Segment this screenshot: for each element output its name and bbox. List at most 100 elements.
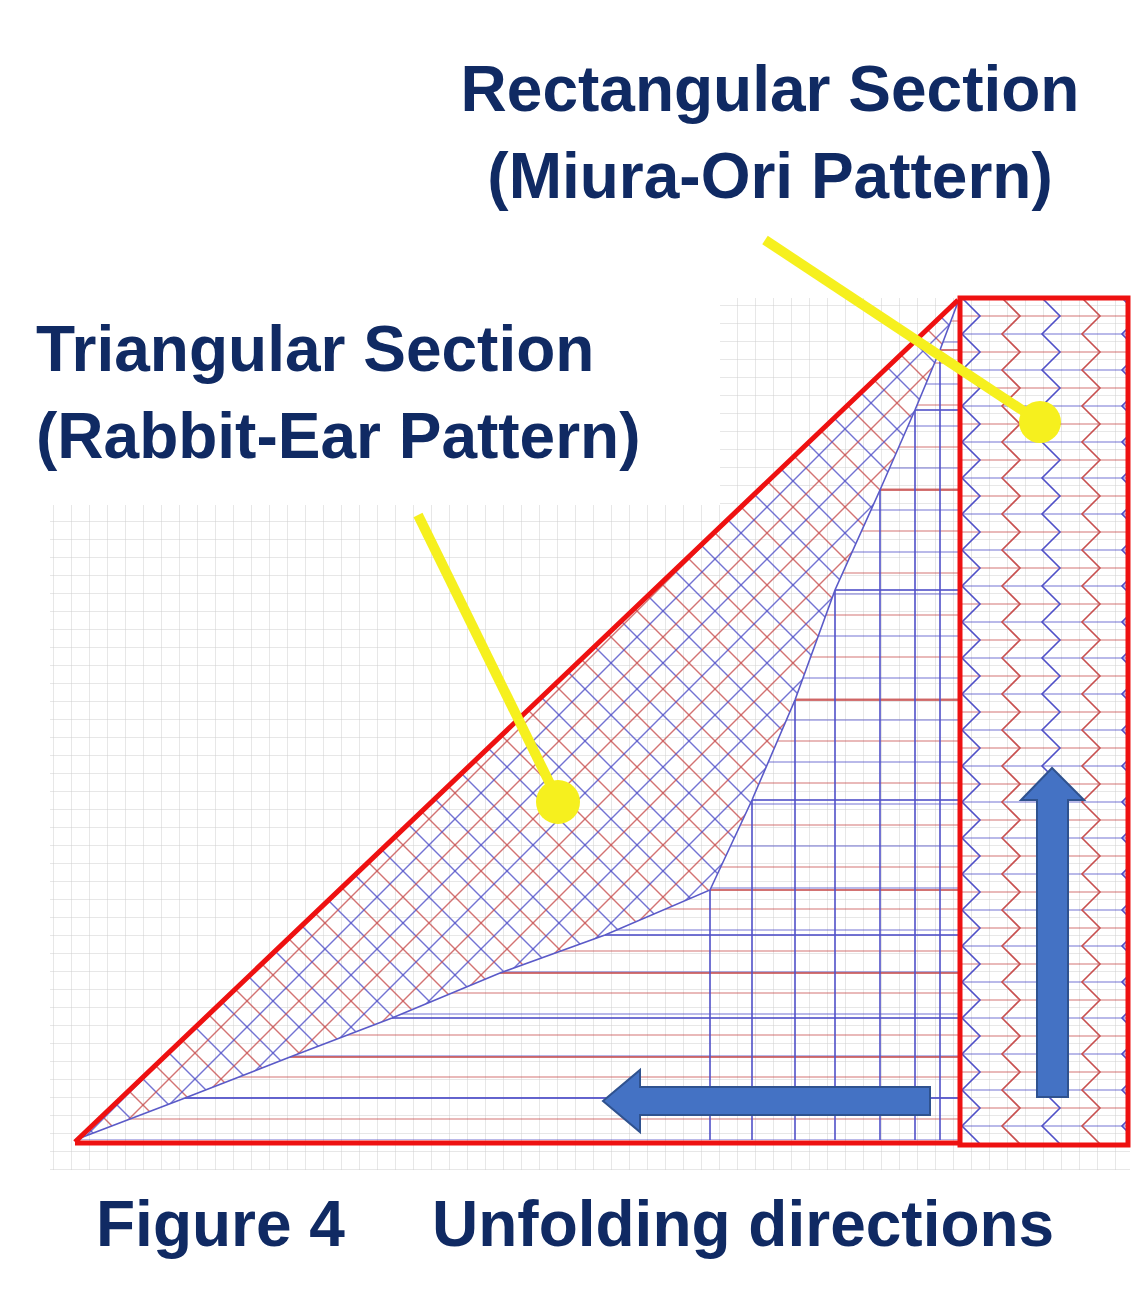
diagonal-crease: [0, 0, 1132, 316]
diagonal-crease: [0, 0, 1132, 286]
horizontal-crease: [960, 639, 1130, 640]
horizontal-crease: [60, 866, 960, 867]
horizontal-crease: [60, 635, 960, 636]
zigzag-crease: [962, 298, 980, 1145]
horizontal-crease: [60, 509, 960, 510]
horizontal-crease: [960, 585, 1130, 586]
diagonal-crease: [0, 152, 1132, 1294]
diagonal-crease: [0, 1274, 1132, 1294]
diagonal-crease: [0, 104, 1132, 1294]
horizontal-crease: [960, 549, 1130, 550]
horizontal-crease: [605, 934, 960, 936]
horizontal-crease: [880, 489, 960, 491]
leader-dot: [1019, 401, 1061, 443]
horizontal-crease: [960, 477, 1130, 478]
diagonal-crease: [0, 0, 1132, 338]
diagonal-crease: [0, 48, 1132, 1248]
horizontal-crease: [60, 845, 960, 846]
horizontal-crease: [60, 908, 960, 909]
horizontal-crease: [60, 1076, 960, 1077]
horizontal-crease: [60, 803, 960, 804]
vertical-crease: [914, 410, 916, 1140]
horizontal-crease: [60, 1118, 960, 1119]
horizontal-crease: [960, 459, 1130, 460]
horizontal-crease: [60, 572, 960, 573]
vertical-crease: [794, 700, 796, 1140]
rectangle-outline: [960, 298, 1128, 1145]
diagonal-crease: [0, 0, 1132, 260]
section-label-text: Triangular Section (Rabbit-Ear Pattern): [36, 313, 641, 472]
diagonal-crease: [0, 0, 1132, 26]
horizontal-crease: [960, 351, 1130, 352]
diagonal-crease: [0, 0, 1132, 56]
leader-dot: [536, 780, 580, 824]
diagonal-crease: [0, 208, 1132, 1294]
horizontal-crease: [60, 1055, 960, 1056]
horizontal-crease: [60, 488, 960, 489]
horizontal-crease: [60, 992, 960, 993]
diagonal-crease: [0, 230, 1132, 1294]
horizontal-crease: [500, 972, 960, 974]
diagonal-crease: [0, 1144, 1132, 1294]
diagonal-crease: [0, 182, 1132, 1294]
horizontal-crease: [960, 657, 1130, 658]
diagonal-crease: [0, 74, 1132, 1274]
horizontal-crease: [60, 677, 960, 678]
diagonal-crease: [0, 0, 1132, 4]
diagonal-crease: [0, 0, 1132, 1196]
horizontal-crease: [960, 675, 1130, 676]
horizontal-crease: [392, 1017, 960, 1019]
figure-caption: Unfolding directions: [432, 1181, 1126, 1268]
horizontal-crease: [960, 333, 1130, 334]
horizontal-crease: [960, 621, 1130, 622]
horizontal-crease: [795, 699, 960, 701]
diagonal-crease: [0, 126, 1132, 1294]
horizontal-crease: [60, 656, 960, 657]
horizontal-crease: [915, 409, 960, 411]
diagonal-crease: [0, 130, 1132, 1294]
diagonal-crease: [0, 178, 1132, 1294]
horizontal-crease: [960, 495, 1130, 496]
horizontal-crease: [60, 1139, 960, 1140]
diagonal-crease: [0, 0, 1132, 1144]
horizontal-crease: [940, 349, 960, 351]
horizontal-crease: [60, 1034, 960, 1035]
diagonal-crease: [0, 0, 1132, 342]
horizontal-crease: [960, 369, 1130, 370]
horizontal-crease: [60, 950, 960, 951]
horizontal-crease: [60, 971, 960, 972]
horizontal-crease: [60, 719, 960, 720]
diagonal-crease: [0, 204, 1132, 1294]
horizontal-crease: [960, 531, 1130, 532]
diagonal-crease: [0, 0, 1132, 312]
horizontal-crease: [60, 929, 960, 930]
horizontal-crease: [60, 761, 960, 762]
diagonal-crease: [0, 0, 1132, 238]
leader-line: [765, 240, 1040, 422]
horizontal-crease: [960, 1107, 1130, 1108]
diagonal-crease: [0, 0, 1132, 264]
diagonal-crease: [0, 0, 1132, 212]
diagonal-crease: [0, 26, 1132, 1226]
diagonal-crease: [0, 22, 1132, 1222]
diagonal-crease: [0, 0, 1132, 1174]
diagonal-crease: [0, 1170, 1132, 1294]
diagonal-crease: [0, 0, 1132, 1200]
diagonal-crease: [0, 156, 1132, 1294]
zigzag-crease: [1002, 298, 1020, 1145]
diagonal-crease: [0, 52, 1132, 1252]
section-label: Triangular Section (Rabbit-Ear Pattern): [36, 306, 736, 480]
section-label: Rectangular Section (Miura-Ori Pattern): [425, 46, 1115, 220]
unfold-arrow: [1021, 768, 1084, 1097]
horizontal-crease: [960, 711, 1130, 712]
miura-ori-creases: [960, 298, 1130, 1145]
horizontal-crease: [60, 1013, 960, 1014]
horizontal-crease: [960, 567, 1130, 568]
horizontal-crease: [60, 782, 960, 783]
horizontal-crease: [960, 747, 1130, 748]
unfold-arrow: [603, 1070, 930, 1132]
horizontal-crease: [835, 589, 960, 591]
diagonal-crease: [0, 0, 1132, 30]
horizontal-crease: [60, 551, 960, 552]
diagonal-crease: [0, 0, 1132, 290]
